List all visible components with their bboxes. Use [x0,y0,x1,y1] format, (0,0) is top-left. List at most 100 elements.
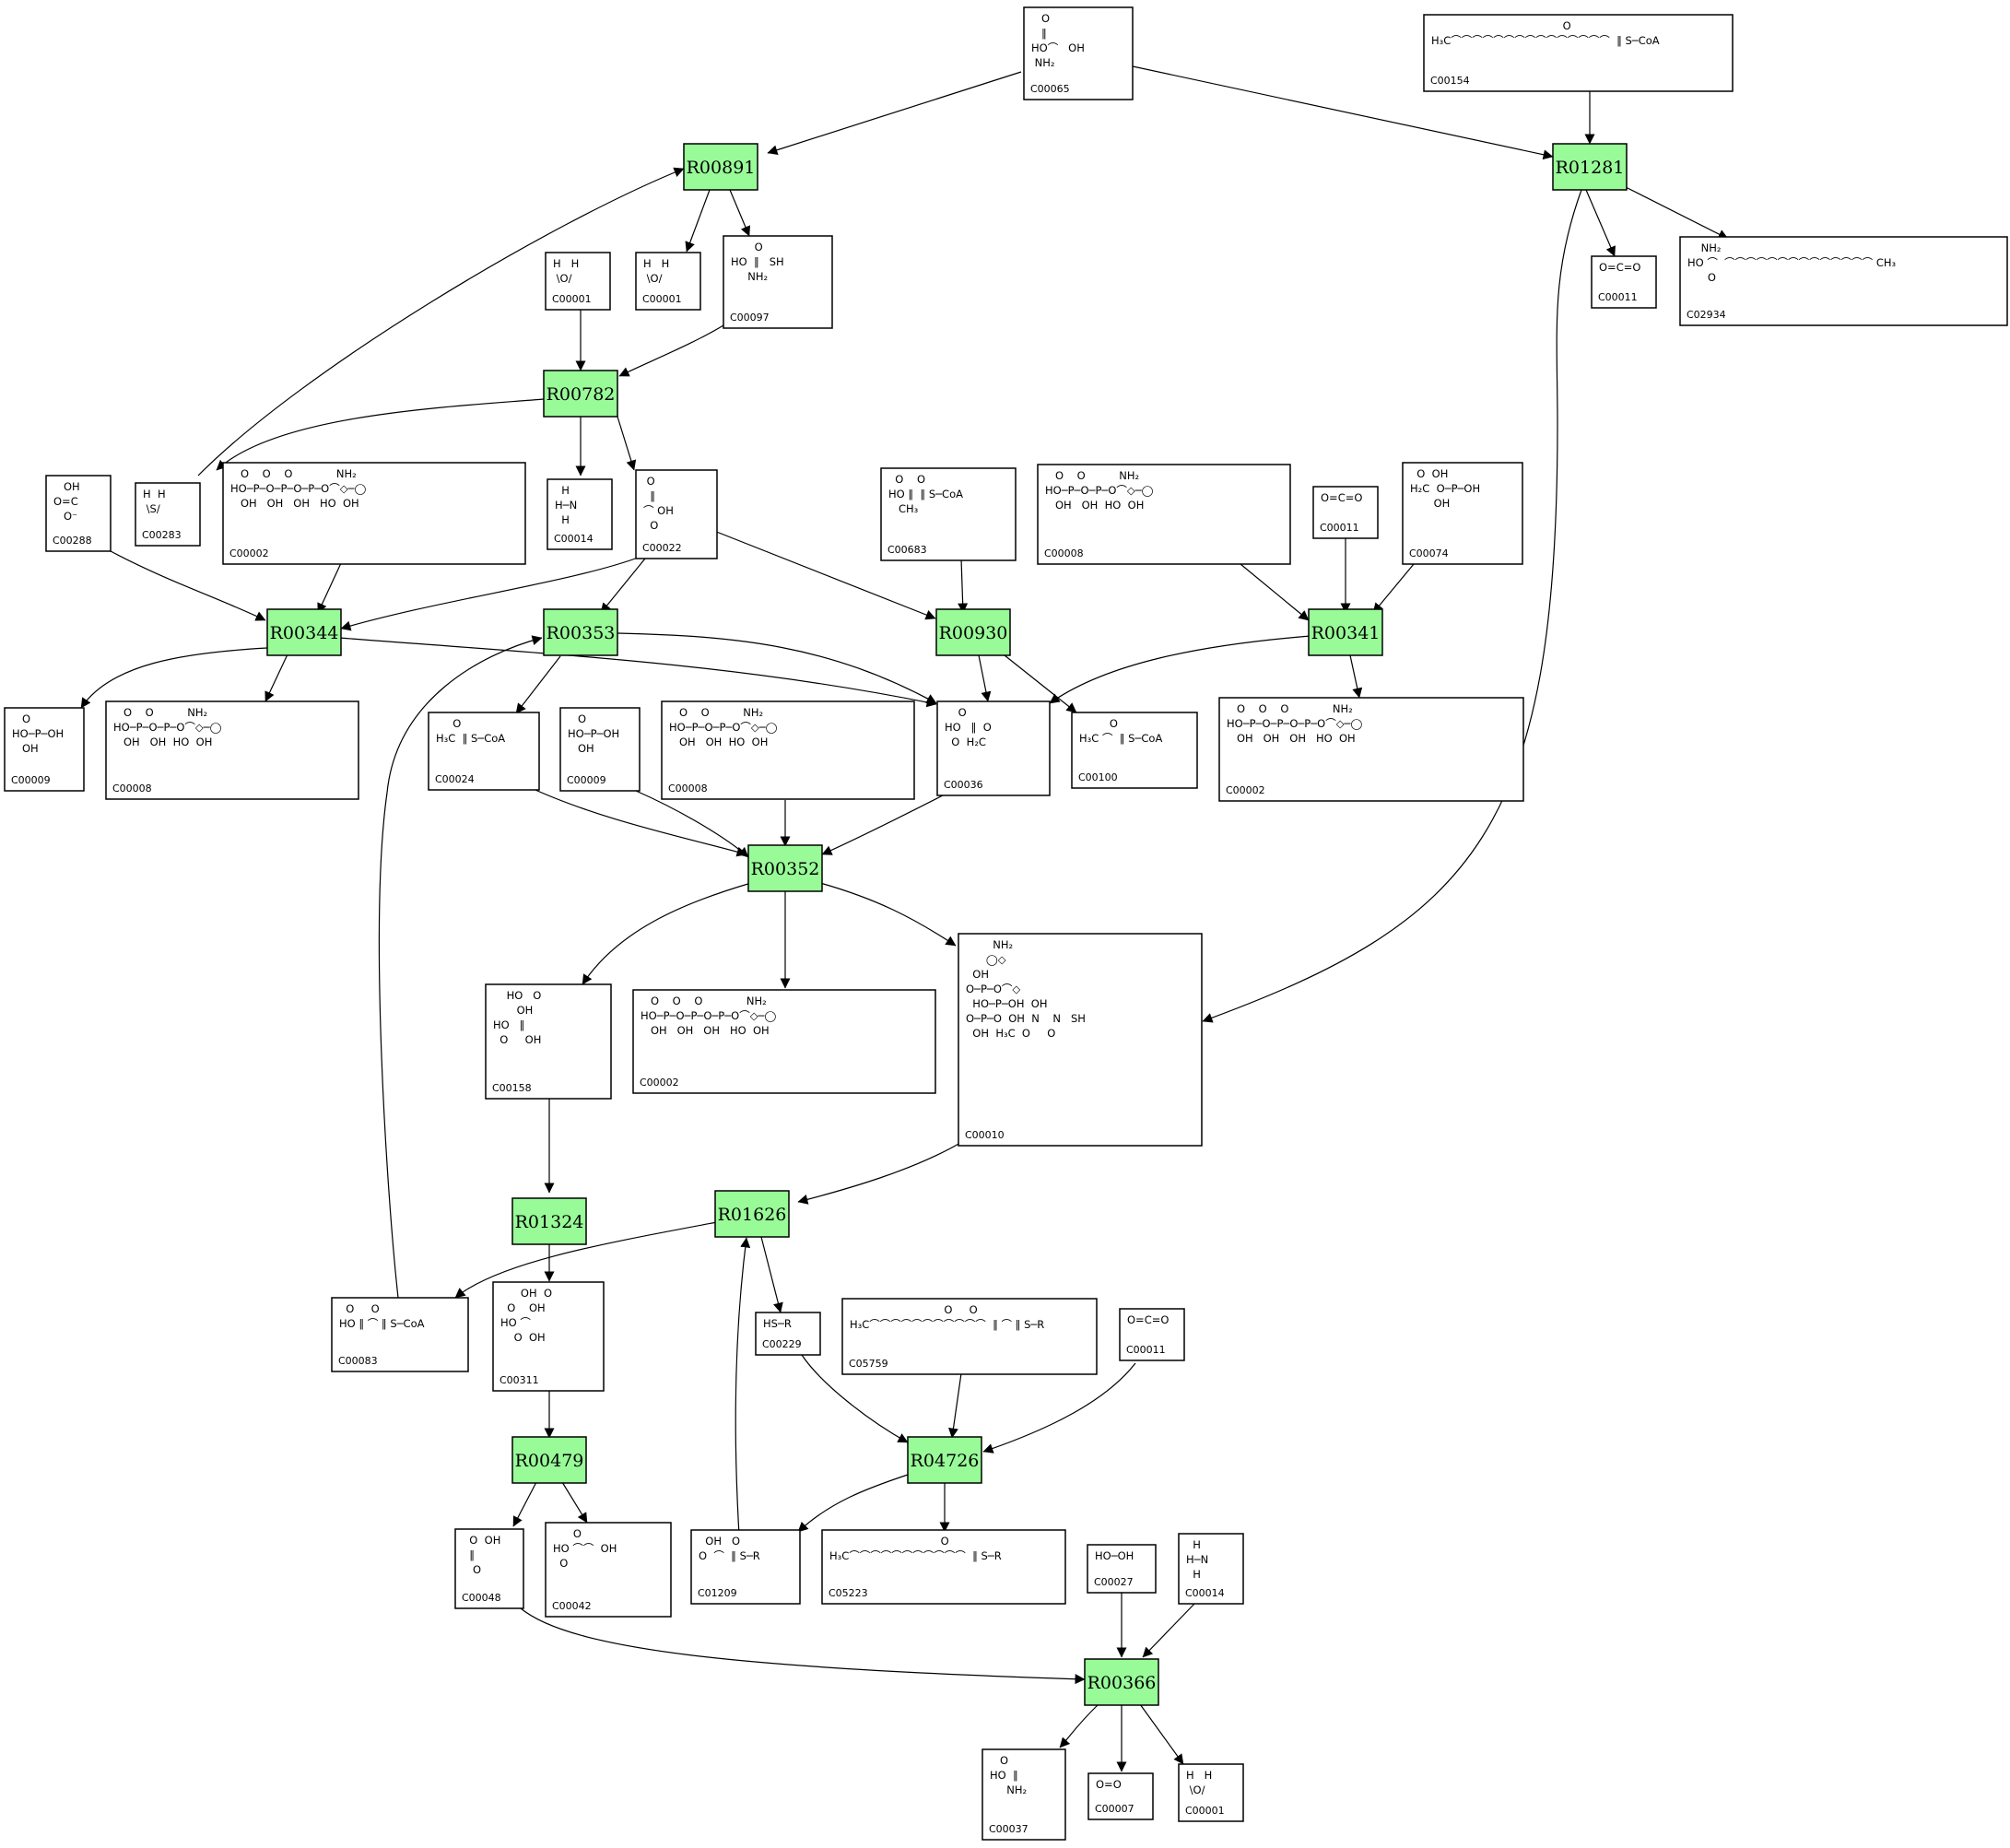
structure-line: HO ‖ [990,1769,1018,1782]
structure-line: ‖ [1031,27,1047,40]
reaction-node-r00891[interactable]: R00891 [683,143,758,191]
reaction-node-r01281[interactable]: R01281 [1552,143,1628,191]
edge [1623,185,1729,240]
compound-box [723,235,833,329]
structure-line: O⁻ [53,510,77,523]
compound-box [1119,1308,1185,1361]
compound-box [841,1298,1098,1375]
reaction-node-r04726[interactable]: R04726 [907,1436,982,1484]
compound-id: C00036 [944,779,983,791]
structure-line: HO─OH [1095,1549,1134,1562]
reaction-node-r00782[interactable]: R00782 [543,370,618,418]
structure-line: HO ‖ SH [731,255,784,268]
compound-node-c00027[interactable]: HO─OH C00027 [1087,1544,1157,1594]
edge [1142,1602,1196,1658]
reaction-node-r00344[interactable]: R00344 [266,608,342,656]
structure-line: ⌒ OH [643,504,674,517]
edge [1240,563,1310,621]
edge [378,635,543,1299]
reaction-node-r01626[interactable]: R01626 [714,1190,790,1238]
compound-node-c00001[interactable]: H H \O/C00001 [635,252,701,311]
structure-line: H [555,484,570,497]
reaction-node-r00930[interactable]: R00930 [935,608,1011,656]
structure-sketch: O OHO ‖ ⌒ ‖ S─CoA [339,1302,425,1330]
compound-node-c00001[interactable]: H H \O/C00001 [1178,1763,1244,1822]
structure-line: O OH [1410,467,1448,480]
compound-id: C00683 [887,544,927,556]
reaction-node-r00353[interactable]: R00353 [543,608,618,656]
reaction-node-r00341[interactable]: R00341 [1308,608,1383,656]
structure-line: HO─P─OH [568,727,619,740]
compound-node-c00283[interactable]: H H \S/C00283 [135,482,201,547]
compound-box [661,700,915,800]
reaction-label: R04726 [911,1451,980,1471]
structure-sketch: HS─R [763,1317,792,1330]
edge [317,562,342,614]
compound-node-c00288[interactable]: OHO=C O⁻C00288 [45,475,112,552]
structure-line: HO ‖ ⌒ ‖ S─CoA [339,1317,425,1330]
edge [561,1481,588,1524]
compound-box [547,478,613,550]
structure-sketch: O=C=O [1321,491,1362,504]
compound-id: C00027 [1094,1576,1134,1588]
compound-node-c00010[interactable]: NH₂ ◯◇ OHO─P─O⌒◇ HO─P─OH OHO─P─O OH N N … [958,933,1203,1147]
reaction-box [543,608,618,656]
reaction-node-r00366[interactable]: R00366 [1084,1658,1159,1706]
compound-box [958,933,1203,1147]
compound-node-c00001[interactable]: H H \O/C00001 [545,252,611,311]
edge [1139,1703,1184,1765]
edge [110,550,266,621]
structure-line: O O NH₂ [1045,469,1139,482]
edge [524,784,747,857]
reaction-node-r00352[interactable]: R00352 [747,844,823,892]
structure-line: \O/ [1186,1783,1205,1796]
compound-id: C05223 [829,1587,868,1599]
reaction-node-r01324[interactable]: R01324 [511,1197,587,1245]
compound-id: C00158 [492,1082,532,1094]
structure-line: OH OH OH HO OH [230,497,359,510]
compound-id: C00014 [554,533,594,545]
reaction-label: R01281 [1556,158,1625,178]
compound-id: C00022 [642,542,682,554]
reaction-node-r00479[interactable]: R00479 [511,1436,587,1484]
structure-line: O=C [53,495,78,508]
structure-line: OH OH HO OH [669,736,768,748]
